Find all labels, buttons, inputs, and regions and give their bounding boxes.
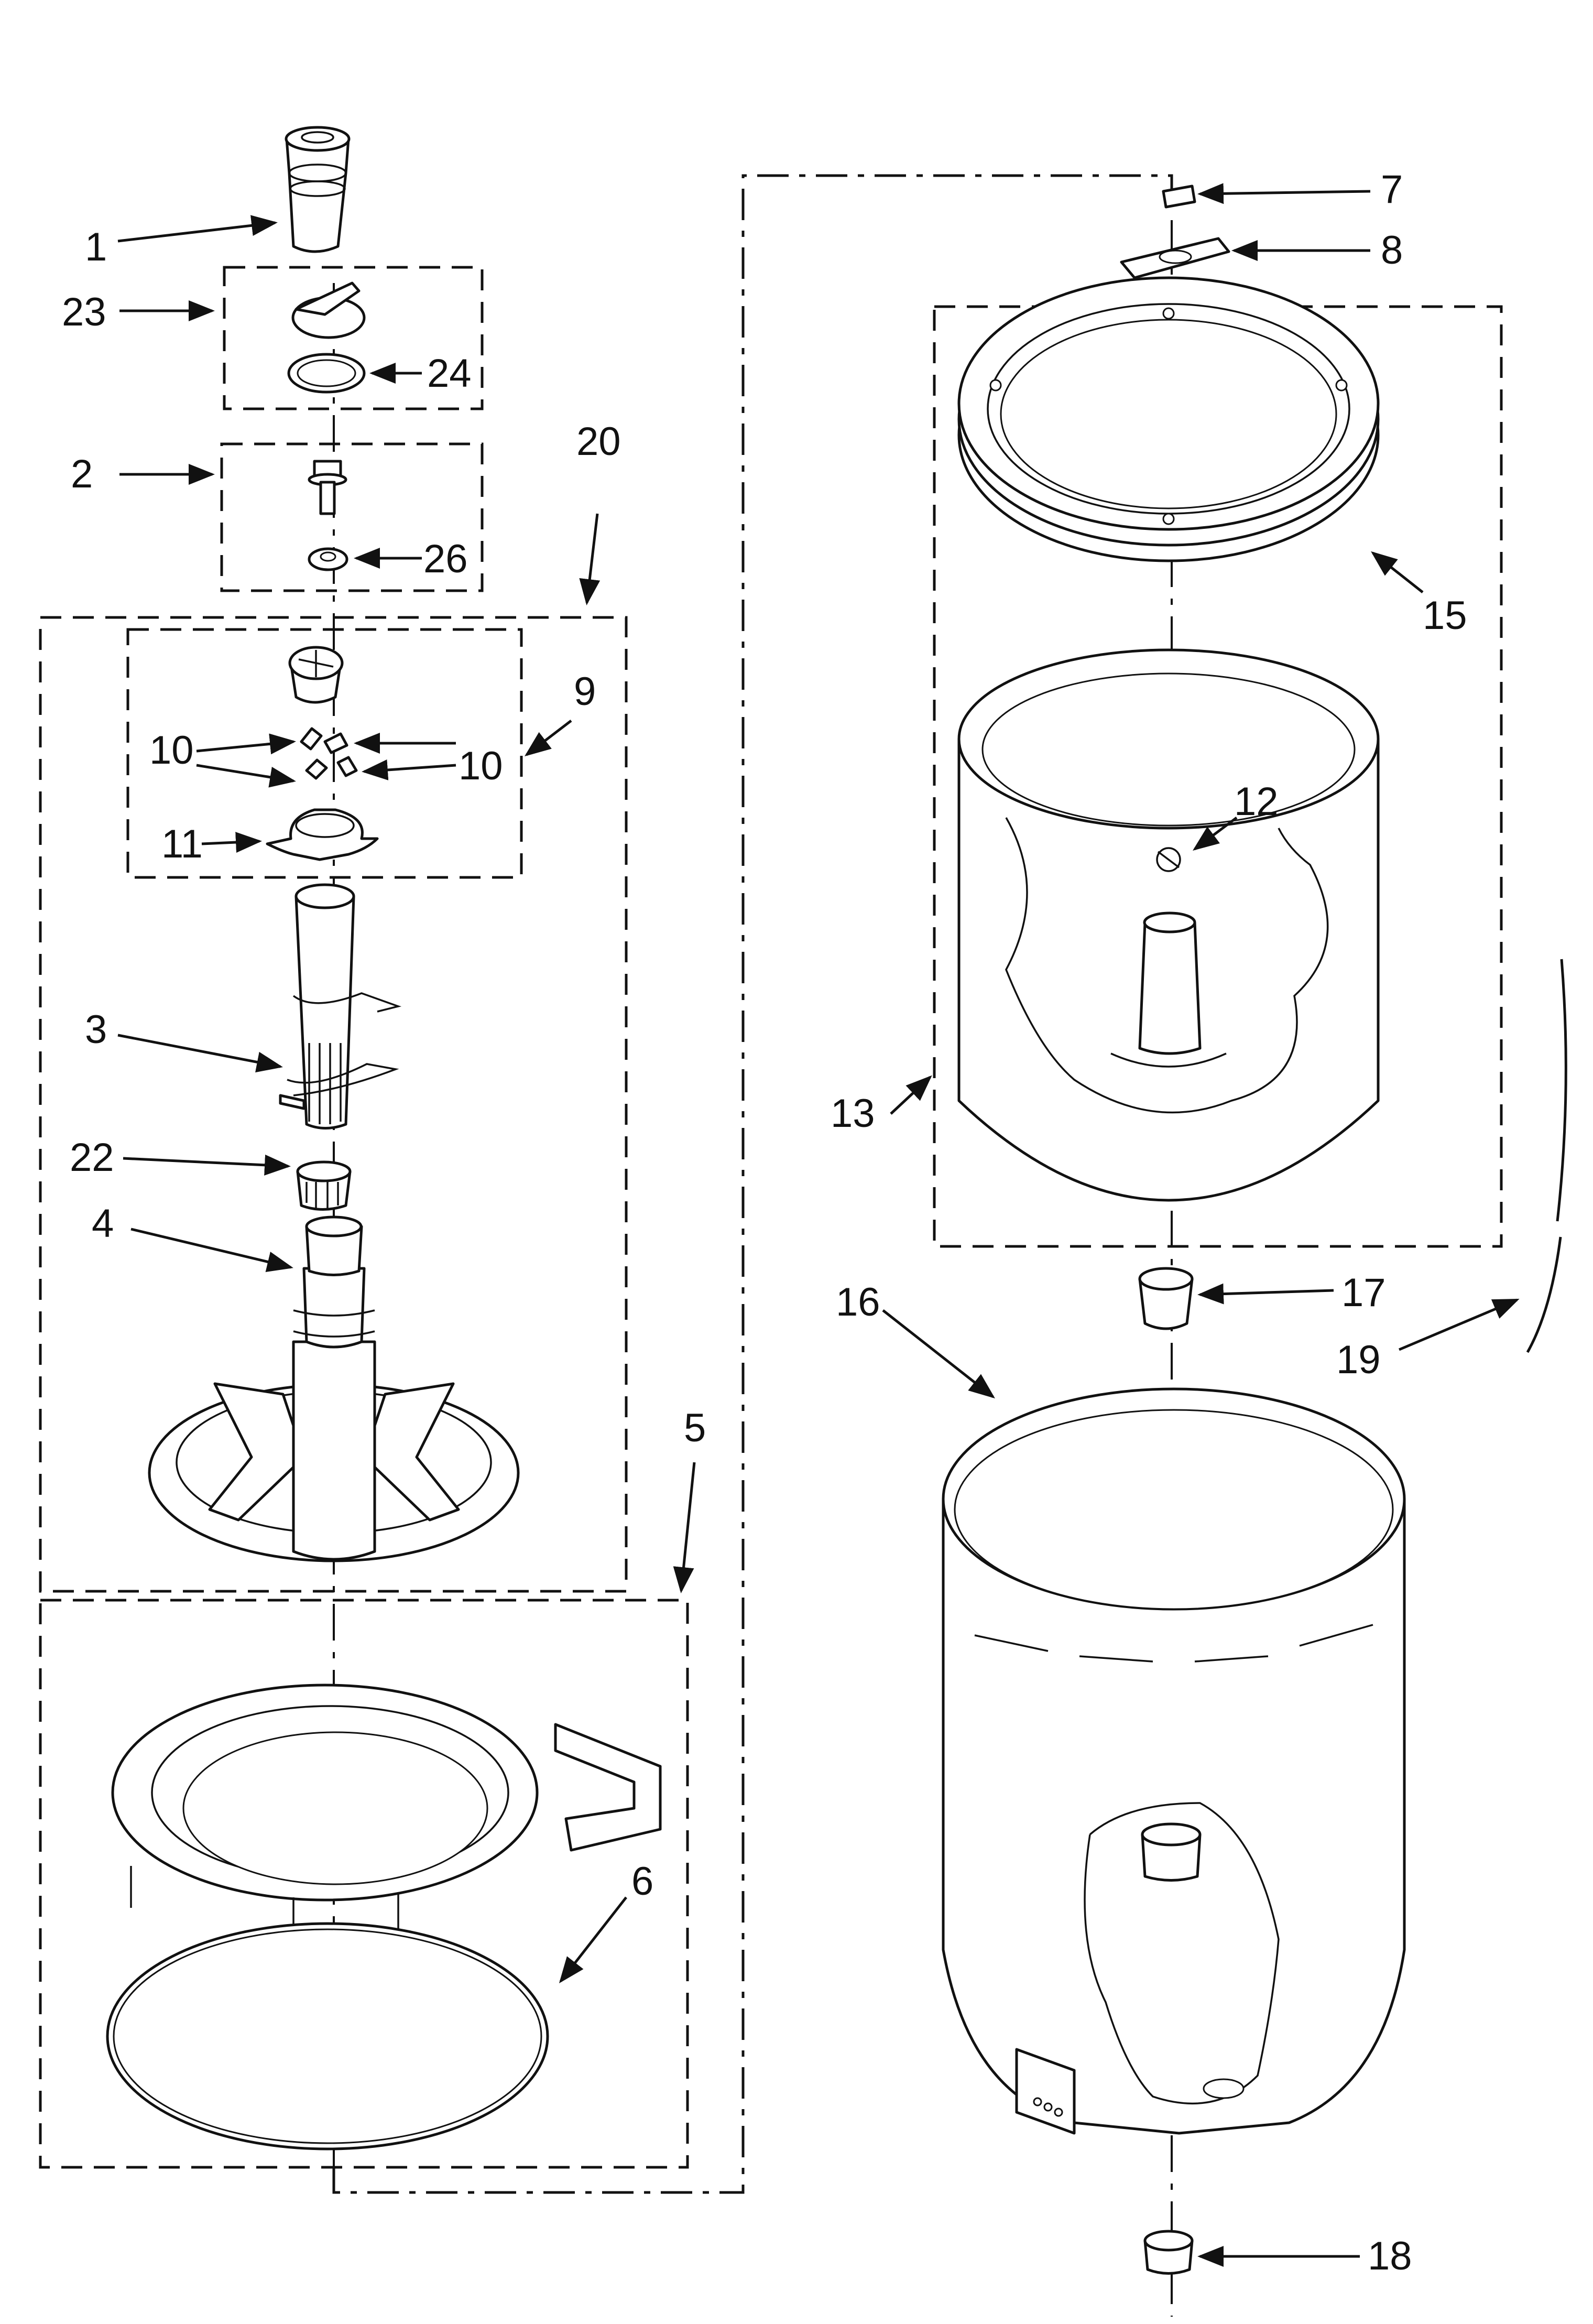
leader-arrows (117, 183, 1520, 2267)
part-16-outer-tub (942, 1387, 1406, 2135)
label-10-right: 10 (459, 744, 503, 788)
group-box-2-26 (220, 442, 484, 592)
label-5: 5 (684, 1406, 706, 1450)
callout-labels: 1 23 24 2 26 20 9 10 10 11 3 22 4 5 6 7 … (62, 167, 1467, 2278)
assembly-link-line (332, 174, 1173, 2194)
group-box-9 (126, 628, 523, 879)
label-15: 15 (1423, 593, 1467, 638)
label-6: 6 (631, 1859, 653, 1904)
label-22: 22 (70, 1135, 114, 1180)
part-22-ratchet (296, 1160, 352, 1211)
label-13: 13 (831, 1091, 875, 1136)
part-3-auger (279, 883, 402, 1130)
label-26: 26 (423, 537, 468, 581)
part-6-gasket (106, 1922, 549, 2151)
label-2: 2 (71, 452, 93, 496)
part-7-clip (1162, 184, 1196, 209)
group-box-5 (39, 1599, 689, 2169)
label-16: 16 (836, 1280, 880, 1324)
label-1: 1 (85, 225, 107, 269)
label-12: 12 (1234, 779, 1279, 824)
group-box-23-24 (223, 266, 484, 410)
label-3: 3 (85, 1007, 107, 1052)
part-1-dispenser-cap (285, 126, 351, 253)
label-18: 18 (1368, 2234, 1412, 2278)
part-5-tub-ring (111, 1684, 662, 1939)
label-19: 19 (1336, 1338, 1381, 1382)
part-17-hub (1138, 1267, 1194, 1330)
label-24: 24 (427, 351, 472, 396)
label-8: 8 (1381, 228, 1403, 273)
label-20: 20 (576, 419, 621, 464)
part-11-retainer (266, 808, 379, 861)
part-26-washer (308, 547, 348, 571)
label-23: 23 (62, 290, 106, 334)
label-4: 4 (92, 1201, 114, 1246)
part-18-plug (1143, 2230, 1194, 2275)
part-19-hose (1526, 959, 1567, 1353)
label-7: 7 (1381, 167, 1403, 212)
part-23-cap (291, 281, 366, 339)
part-24-ring (287, 353, 366, 394)
label-9: 9 (574, 669, 596, 714)
part-10-dogs (300, 727, 358, 780)
label-11: 11 (161, 822, 203, 866)
group-box-13-15 (933, 305, 1503, 1248)
part-15-balance-ring (957, 276, 1380, 562)
part-4-agitator-base (148, 1215, 520, 1562)
part-2-bolt (308, 460, 347, 515)
label-17: 17 (1341, 1270, 1386, 1315)
part-13-basket (957, 648, 1380, 1202)
part-9-cam-assembly (288, 646, 344, 704)
label-10-left: 10 (149, 728, 194, 773)
part-8-plate (1120, 237, 1230, 279)
